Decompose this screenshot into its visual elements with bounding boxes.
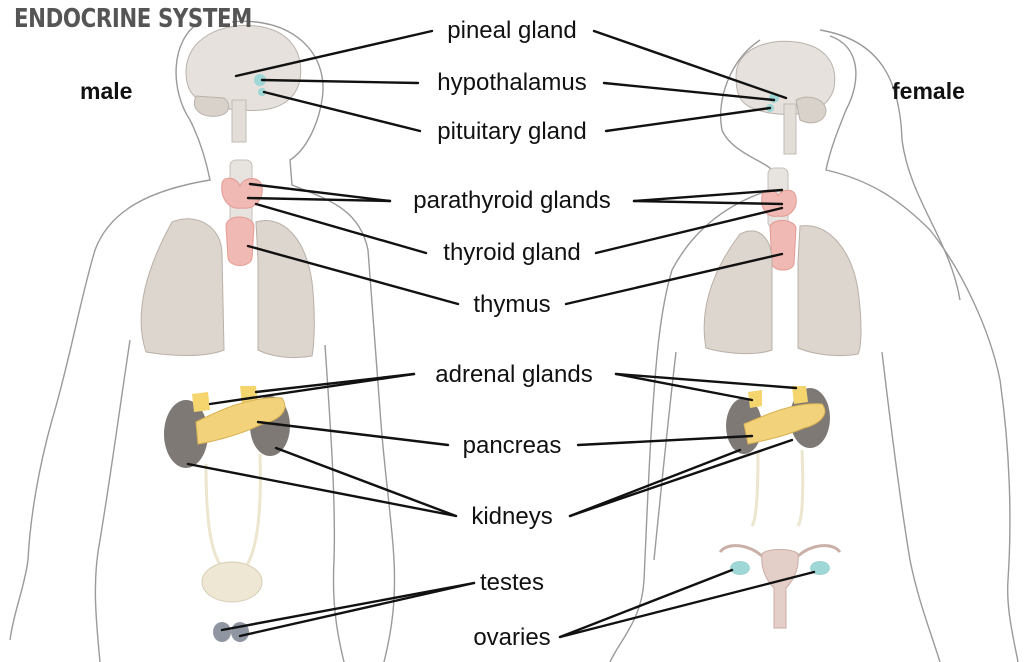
leader-hypothalamus-left [260, 78, 420, 85]
male-cerebellum [194, 95, 230, 117]
leader-kidneys-left-a [186, 462, 458, 518]
male-lung-right [255, 220, 315, 359]
leader-pituitary-right [604, 106, 772, 133]
leader-pineal-right [592, 29, 788, 100]
leader-pineal-left [234, 29, 434, 78]
leader-thymus-right [564, 252, 784, 306]
label-ovaries: ovaries [473, 624, 551, 651]
male-lung-left [140, 218, 225, 356]
leader-lines [186, 29, 816, 639]
male-pancreas [195, 397, 286, 445]
leader-testes-b [238, 581, 476, 638]
leader-kidneys-right-a [568, 448, 742, 518]
female-hair-outline [819, 29, 961, 301]
female-uterus [761, 549, 799, 629]
leader-testes-a [220, 581, 476, 632]
female-brainstem [783, 103, 797, 155]
male-kidney-left [164, 400, 208, 468]
leader-ovaries-left [558, 568, 734, 639]
leader-parathyroid-right-a [632, 188, 784, 203]
female-adrenal-right [792, 386, 808, 404]
female-tubes [718, 544, 842, 558]
leader-parathyroid-right-b [632, 199, 784, 206]
female-label: female [892, 78, 965, 104]
label-pituitary-gland: pituitary gland [437, 118, 587, 145]
leader-pancreas-left [256, 420, 450, 447]
label-kidneys: kidneys [471, 503, 553, 530]
leader-adrenal-left-b [254, 372, 416, 394]
label-parathyroid-glands: parathyroid glands [413, 187, 611, 214]
label-hypothalamus: hypothalamus [437, 69, 587, 96]
leader-adrenal-right-a [614, 372, 754, 402]
female-figure [609, 29, 1019, 662]
label-thymus: thymus [473, 291, 551, 318]
male-thymus [225, 216, 255, 266]
female-cerebellum [795, 96, 827, 124]
leader-ovaries-right [558, 570, 816, 639]
leader-thymus-left [246, 244, 460, 306]
diagram-title: ENDOCRINE SYSTEM [14, 4, 252, 34]
leader-kidneys-left-b [274, 446, 458, 518]
female-pancreas [743, 403, 826, 445]
label-adrenal-glands: adrenal glands [435, 361, 593, 388]
male-bladder [201, 561, 263, 603]
label-thyroid-gland: thyroid gland [443, 239, 581, 266]
label-pancreas: pancreas [462, 432, 562, 459]
female-thymus [769, 220, 797, 271]
leader-thyroid-left [254, 202, 428, 255]
leader-kidneys-right-b [568, 438, 794, 518]
leader-thyroid-right [594, 206, 784, 255]
male-testis-left [213, 622, 231, 642]
female-ovary-left [730, 561, 750, 575]
male-figure [9, 20, 396, 662]
leader-pancreas-right [576, 434, 754, 447]
leader-hypothalamus-right [602, 81, 776, 102]
male-pituitary-dot [258, 88, 266, 96]
leader-parathyroid-left-b [246, 196, 392, 203]
label-testes: testes [479, 569, 545, 596]
male-arm-outline [94, 339, 345, 662]
leader-parathyroid-left-a [248, 182, 392, 203]
male-brainstem [231, 99, 247, 143]
leader-pituitary-left [262, 90, 422, 133]
female-adrenal-left [748, 390, 762, 408]
female-lung-left [703, 230, 773, 355]
male-label: male [80, 78, 133, 104]
female-ureters [750, 449, 805, 527]
female-lung-right [797, 225, 862, 357]
male-body-outline [9, 20, 396, 662]
male-hypothalamus-dot [254, 74, 266, 86]
leader-adrenal-right-b [614, 372, 798, 390]
label-pineal-gland: pineal gland [447, 17, 577, 44]
female-body-outline [609, 35, 1019, 662]
female-brain [735, 40, 836, 115]
male-adrenal-left [192, 392, 210, 412]
